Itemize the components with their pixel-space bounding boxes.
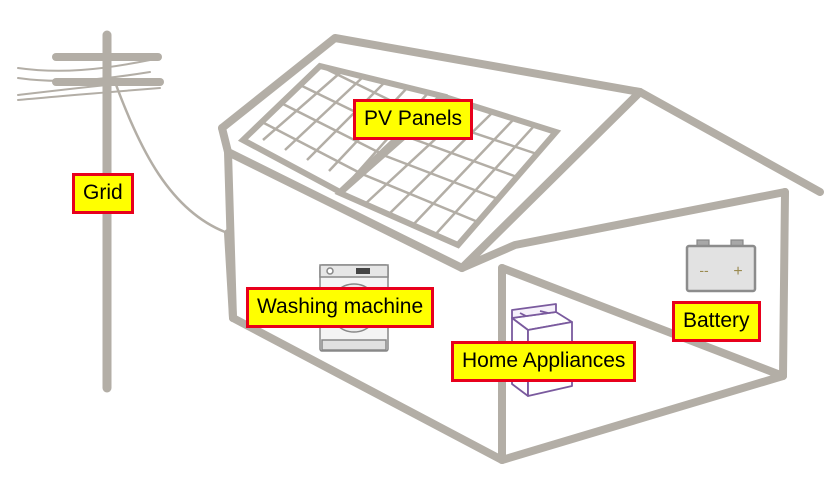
label-battery: Battery	[672, 301, 761, 342]
pv-panel-left	[237, 62, 449, 196]
label-home-appliances: Home Appliances	[451, 341, 637, 382]
battery-minus-symbol: --	[699, 262, 709, 278]
house-outline	[218, 34, 824, 464]
battery-icon: -- +	[685, 239, 757, 293]
label-grid: Grid	[72, 173, 134, 214]
label-washing-machine: Washing machine	[246, 287, 435, 328]
battery-plus-symbol: +	[733, 263, 742, 280]
label-pv-panels: PV Panels	[353, 99, 474, 140]
